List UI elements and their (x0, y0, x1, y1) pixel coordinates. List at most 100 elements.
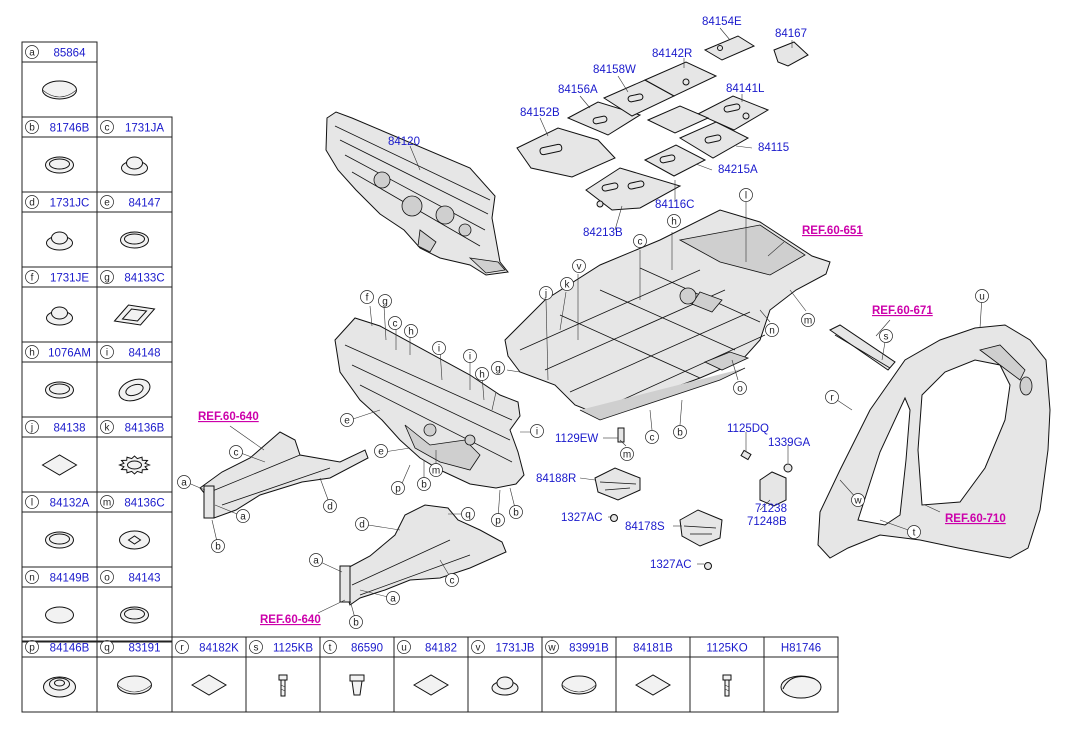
pad-84167[interactable] (773, 41, 809, 67)
front-side-member-lower[interactable] (339, 504, 507, 606)
svg-text:w: w (853, 496, 862, 507)
marker-l-h2: h (404, 324, 418, 338)
marker-l-c3: c (388, 316, 402, 330)
table-cell-1125ko[interactable]: 1125KO (689, 636, 765, 713)
callout-84115: 84115 (758, 142, 789, 154)
mat-84142r[interactable] (643, 61, 718, 97)
callout-84178s: 84178S (625, 521, 665, 533)
mat-84116c-a[interactable] (646, 105, 710, 134)
letter-circle (25, 195, 39, 209)
table-cell-h81746[interactable]: H81746 (763, 636, 839, 713)
svg-text:i: i (536, 427, 538, 438)
callout-1339ga: 1339GA (768, 437, 811, 449)
front-side-member-upper[interactable] (199, 431, 369, 519)
svg-text:e: e (344, 416, 350, 427)
svg-text:i: i (438, 344, 440, 355)
cell-part-number: H81746 (781, 643, 821, 655)
ref-60-710[interactable]: REF.60-710 (945, 513, 1006, 525)
ref-60-671[interactable]: REF.60-671 (872, 305, 933, 317)
side-outer-panel[interactable] (817, 324, 1051, 559)
roof-rail-s[interactable] (829, 324, 896, 371)
marker-l-g2: g (378, 294, 392, 308)
marker-l-q1: q (461, 507, 475, 521)
letter-circle (100, 570, 114, 584)
marker-l-w1: w (851, 493, 865, 507)
svg-text:c: c (450, 576, 455, 587)
callout-71248b: 71248B (747, 516, 787, 528)
floor-pan[interactable] (504, 209, 831, 421)
bracket-84178s[interactable] (679, 509, 723, 547)
marker-l-c2: c (645, 430, 659, 444)
oval-plug-icon (118, 378, 151, 402)
marker-l-c5: c (445, 573, 459, 587)
svg-text:b: b (513, 508, 519, 519)
rect-plug-icon (113, 304, 156, 326)
bolt-1125dq[interactable] (740, 449, 752, 461)
mat-84215a[interactable] (643, 144, 707, 177)
marker-l-n1: n (765, 323, 779, 337)
marker-l-m2: m (620, 447, 634, 461)
marker-l-v1: v (572, 259, 586, 273)
bolt-1129ew[interactable] (617, 427, 625, 443)
dome-plug-icon (46, 231, 73, 251)
cell-letter: h (29, 348, 35, 359)
marker-l-a3: a (309, 553, 323, 567)
nut-1327ac-1[interactable] (610, 514, 618, 522)
marker-l-b4: b (211, 539, 225, 553)
round-cap-icon (117, 675, 152, 695)
callout-84156a: 84156A (558, 84, 598, 96)
cowl-cross-member[interactable] (334, 317, 525, 489)
mount-71238[interactable] (759, 471, 787, 507)
svg-text:u: u (979, 292, 985, 303)
ref-60-651[interactable]: REF.60-651 (802, 225, 863, 237)
round-cap-icon (561, 675, 597, 695)
ref-60-640-upper[interactable]: REF.60-640 (198, 411, 259, 423)
mat-84154e[interactable] (703, 35, 756, 61)
dash-panel-84120[interactable] (325, 111, 509, 276)
cell-part-number: 84136C (124, 498, 164, 510)
svg-text:b: b (353, 618, 359, 629)
reference-links: REF.60-651 REF.60-671 REF.60-640 REF.60-… (198, 225, 1006, 626)
letter-circle (25, 420, 39, 434)
svg-text:s: s (884, 332, 889, 343)
nut-1327ac-2[interactable] (704, 562, 712, 570)
svg-text:p: p (495, 516, 501, 527)
svg-text:h: h (671, 217, 677, 228)
svg-text:c: c (234, 448, 239, 459)
cell-part-number: 84148 (129, 348, 161, 360)
cell-part-number: 1125KB (273, 643, 313, 655)
svg-text:g: g (382, 297, 388, 308)
nut-1339ga[interactable] (783, 463, 793, 473)
table-cell-84181b[interactable]: 84181B (615, 636, 691, 713)
svg-text:g: g (495, 364, 501, 375)
gear-plug-icon (118, 455, 151, 475)
ref-60-640-lower[interactable]: REF.60-640 (260, 614, 321, 626)
bracket-84188r[interactable] (594, 467, 641, 501)
mat-84152b[interactable] (516, 127, 616, 178)
